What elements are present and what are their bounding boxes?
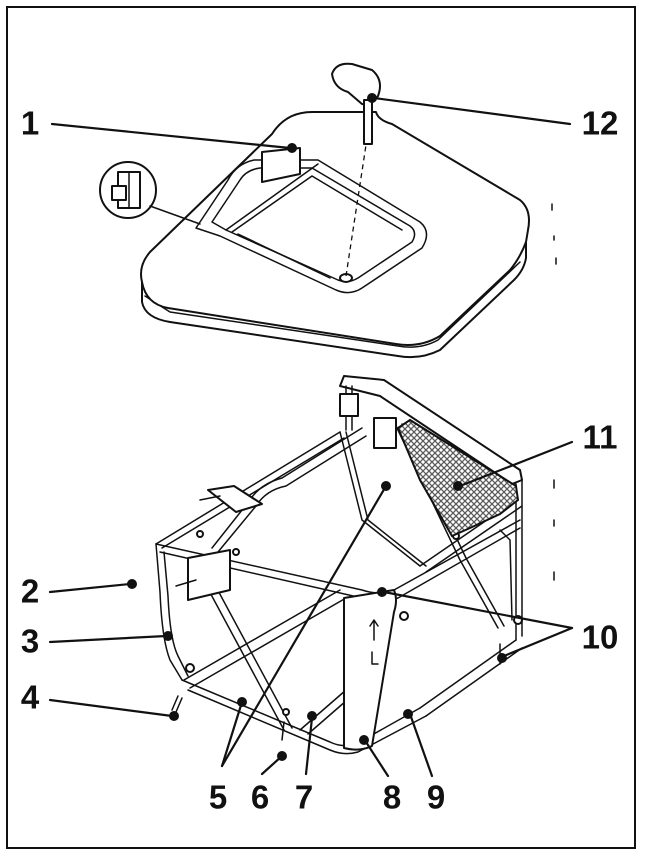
lid-handle [331,62,381,145]
mesh-panel [396,418,520,538]
callout-4: 4 [21,679,40,716]
callout-5: 5 [209,779,227,816]
callout-2: 2 [21,573,39,610]
callout-7: 7 [295,779,313,816]
leader-lines [48,93,574,778]
callout-6: 6 [251,779,269,816]
callout-11: 11 [583,419,618,456]
callout-labels: 1 2 3 4 5 6 7 8 9 10 11 12 [21,105,619,816]
callout-9: 9 [427,779,445,816]
callout-10: 10 [582,619,619,656]
detail-inset [99,161,201,225]
callout-12: 12 [582,105,619,142]
callout-8: 8 [383,779,401,816]
grass-bag-lid [140,111,557,359]
callout-3: 3 [21,623,39,660]
callout-1: 1 [21,105,39,142]
